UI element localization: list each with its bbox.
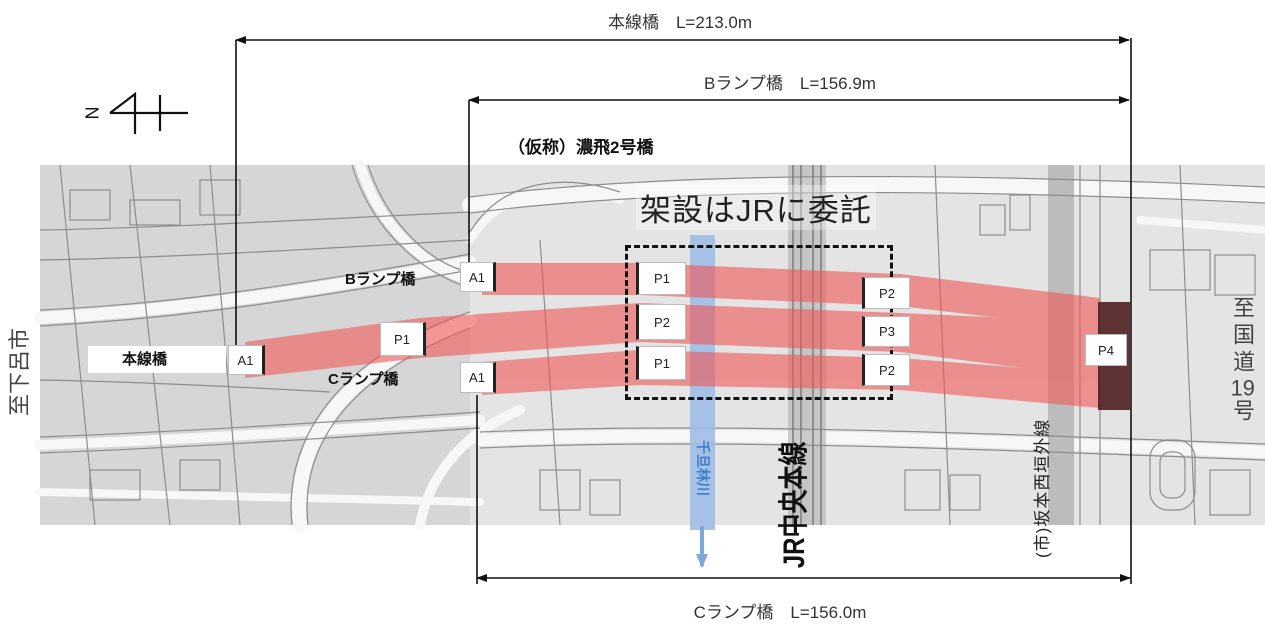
direction-west-label: 至下呂市 (7, 328, 32, 417)
north-label: N (81, 107, 101, 120)
pier-b-ramp-p1: P1 (636, 262, 686, 295)
main-bridge-label: 本線橋 (88, 346, 226, 373)
b-ramp-bridge-label: Bランプ橋 (345, 271, 416, 288)
pier-main-p2: P2 (636, 304, 686, 340)
direction-east-label: 至国道19号 (1230, 296, 1255, 426)
b-ramp-dimension-label: Bランプ橋 L=156.9m (704, 74, 876, 93)
erection-note: 架設はJRに委託 (636, 185, 876, 230)
dimension-lines (235, 36, 1132, 584)
pier-main-p3: P3 (862, 316, 910, 347)
c-ramp-dimension-label: Cランプ橋 L=156.0m (693, 603, 867, 622)
pier-main-p1: P1 (380, 322, 426, 356)
pier-b-ramp-p2: P2 (862, 277, 910, 309)
pier-c-ramp-a1: A1 (460, 362, 496, 393)
railway-label: JR中央本線 (778, 441, 811, 569)
pier-c-ramp-p2: P2 (862, 354, 910, 386)
main-dimension-label: 本線橋 L=213.0m (607, 13, 753, 32)
river-label: 千旦林川 (695, 440, 711, 496)
c-ramp-bridge-label: Cランプ橋 (328, 371, 399, 388)
pier-main-a1: A1 (228, 345, 265, 375)
map-buildings (69, 179, 1256, 516)
pier-c-ramp-p1: P1 (636, 346, 686, 380)
pier-b-ramp-a1: A1 (460, 262, 496, 292)
pier-main-p4: P4 (1085, 334, 1127, 366)
north-arrow-icon: N (81, 91, 188, 134)
road-label: (市)坂本西垣外線 (1033, 418, 1052, 558)
map-linework (39, 164, 1265, 526)
diagram-title: （仮称）濃飛2号橋 (508, 138, 654, 157)
